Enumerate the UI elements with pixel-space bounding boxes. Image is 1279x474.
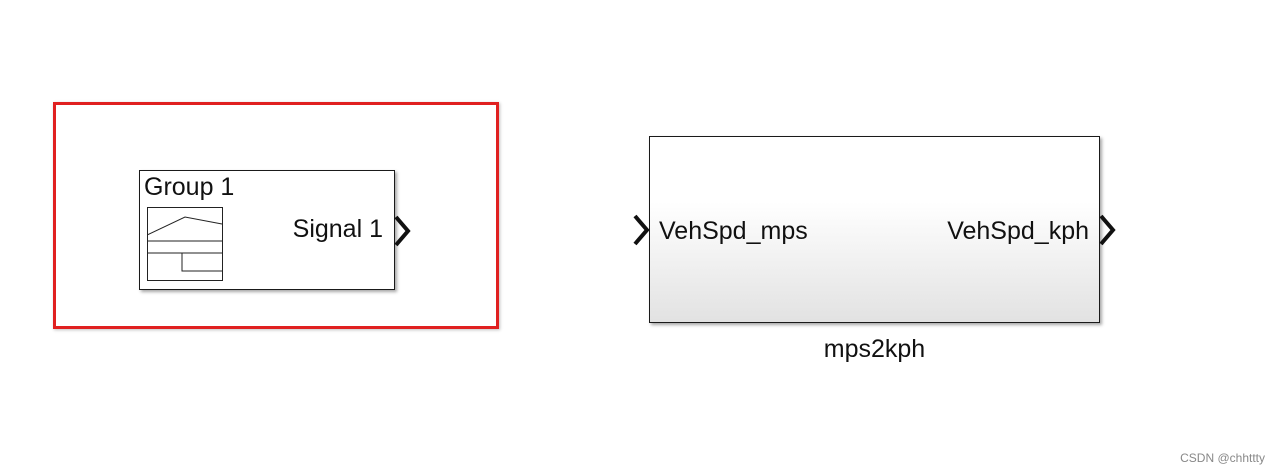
subsystem-block[interactable]: VehSpd_mps VehSpd_kph: [649, 136, 1100, 323]
subsystem-output-port-icon[interactable]: [1098, 213, 1118, 247]
signal-output-port-icon[interactable]: [393, 214, 413, 248]
input-port-label: VehSpd_mps: [659, 217, 808, 245]
output-port-label: VehSpd_kph: [947, 217, 1089, 245]
watermark: CSDN @chhttty: [1180, 451, 1265, 465]
signal-builder-block[interactable]: Group 1 Signal 1: [139, 170, 395, 290]
group-label: Group 1: [144, 173, 235, 201]
selection-highlight: [53, 102, 499, 329]
signal-output-label: Signal 1: [292, 215, 383, 243]
subsystem-name[interactable]: mps2kph: [823, 335, 926, 363]
waveform-icon: [147, 207, 223, 281]
subsystem-input-port-icon[interactable]: [632, 213, 652, 247]
